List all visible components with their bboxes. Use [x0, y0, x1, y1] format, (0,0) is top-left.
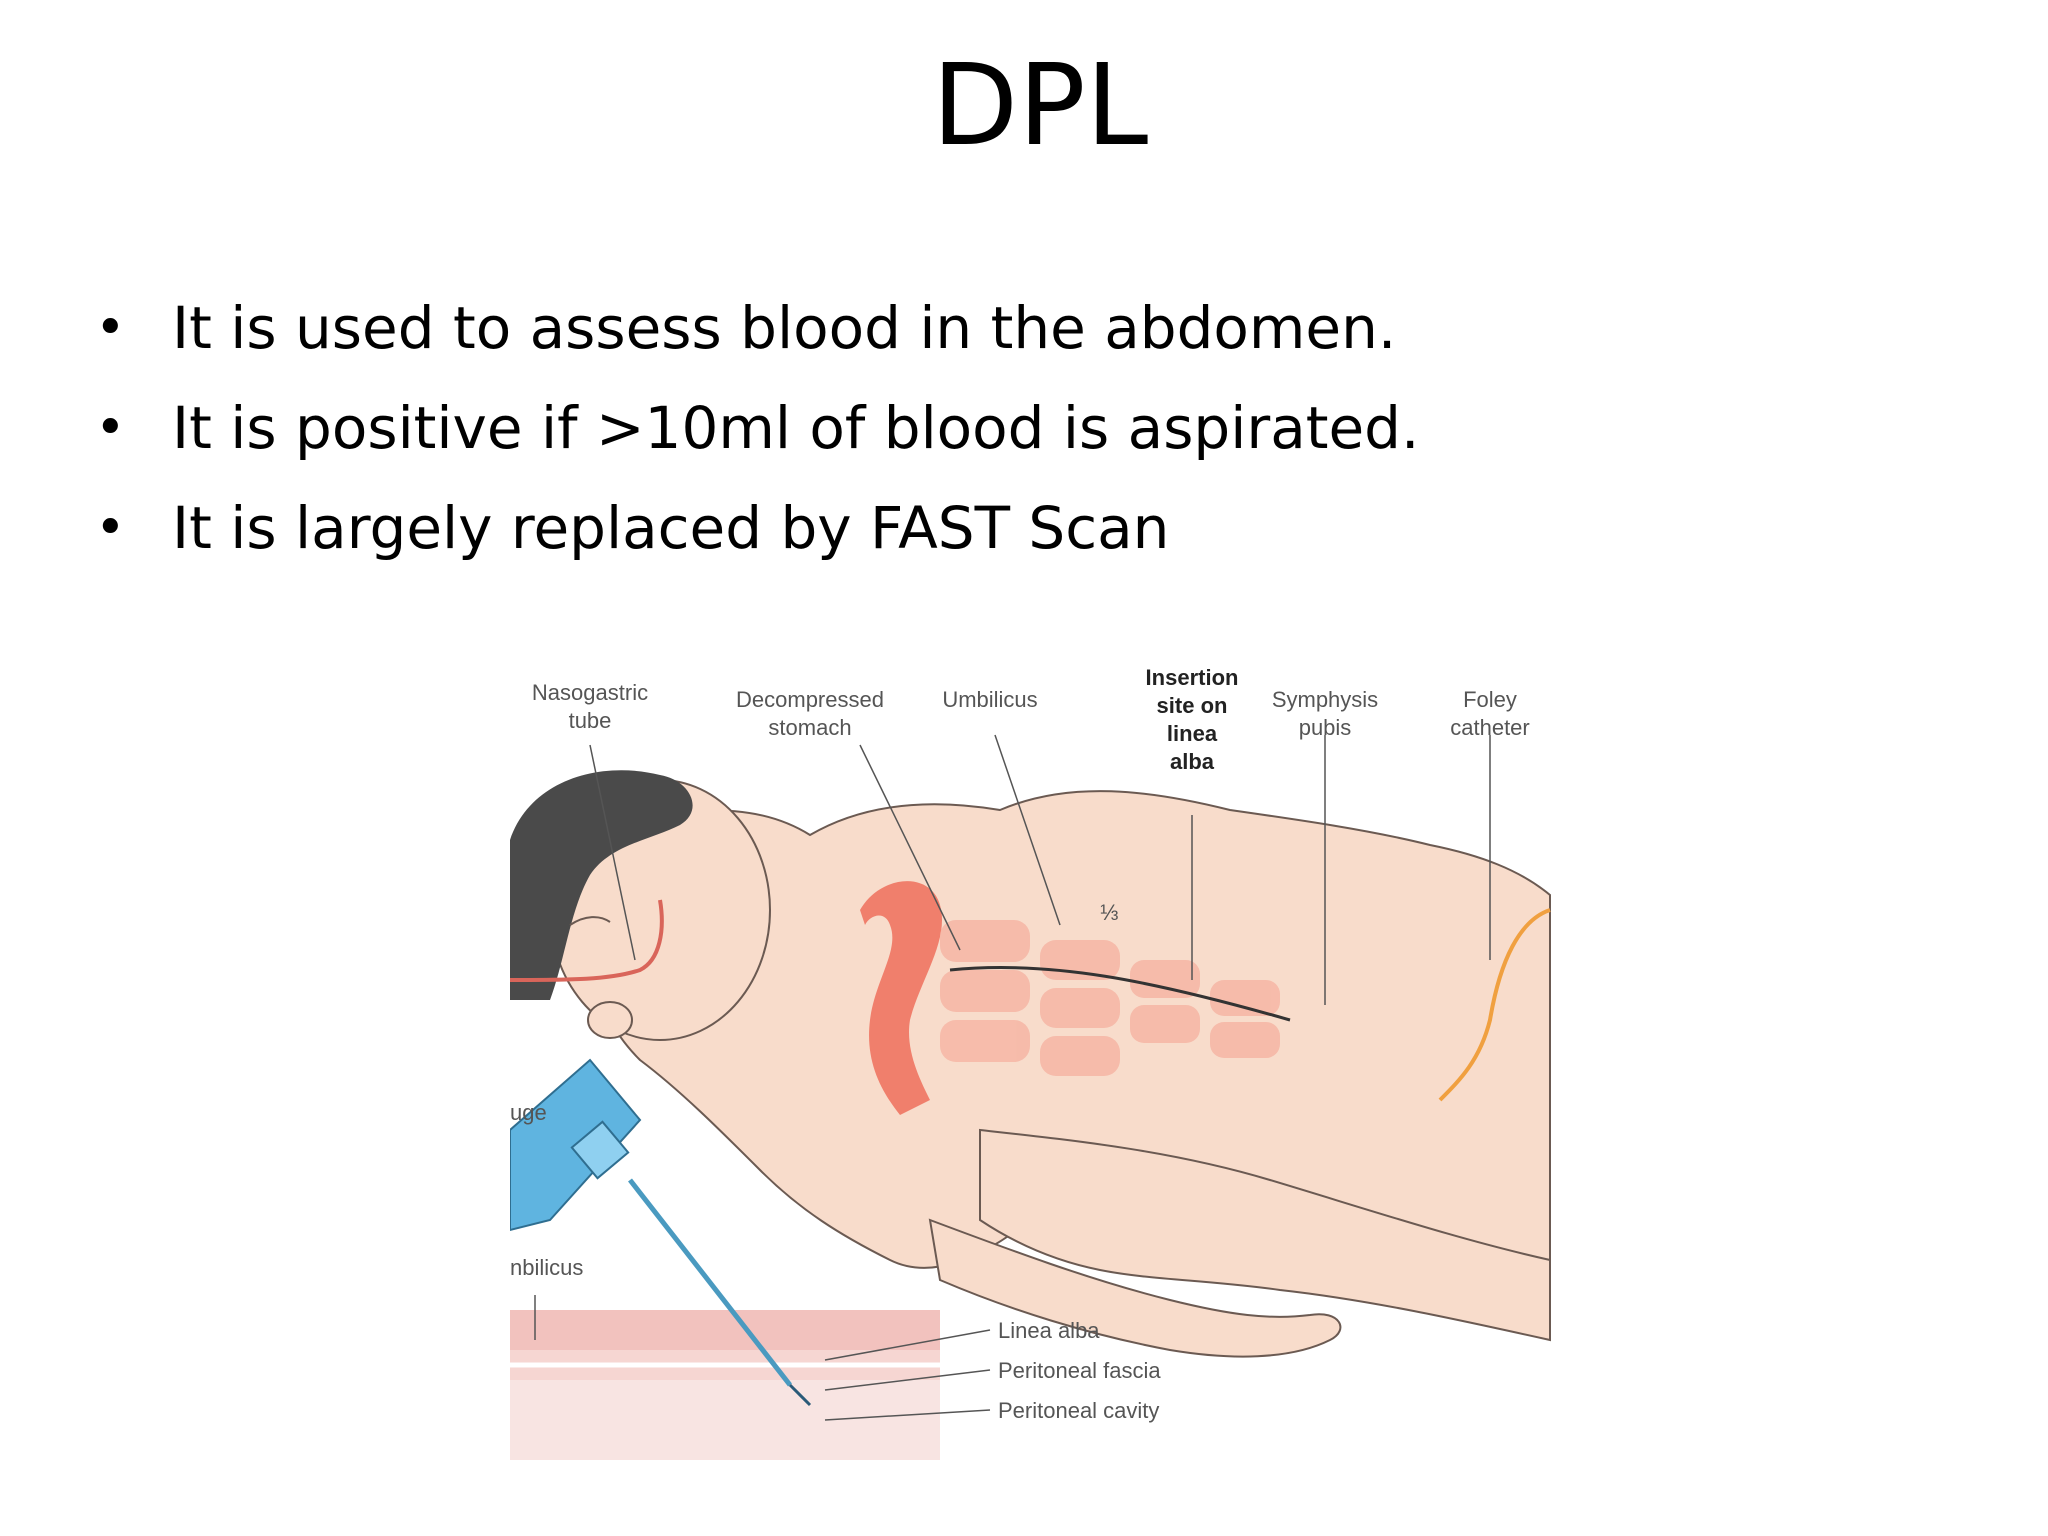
linea-alba-line [949, 965, 1291, 1022]
bullet-text: It is used to assess blood in the abdome… [172, 294, 1397, 362]
slide-title: DPL [931, 41, 1149, 171]
nasogastric-tube [510, 899, 664, 982]
label-foley-line1: Foley [1463, 687, 1517, 712]
label-peritoneal-cavity: Peritoneal cavity [998, 1398, 1159, 1423]
abdominal-muscles [940, 920, 1280, 1076]
foley-catheter [1438, 908, 1551, 1102]
leader-lines [534, 734, 1491, 1421]
label-insertion-line1: Insertion [1146, 665, 1239, 690]
label-insertion-line3: linea [1167, 721, 1218, 746]
label-linea-alba: Linea alba [998, 1318, 1100, 1343]
label-gauge-fragment: uge [510, 1100, 547, 1125]
tissue-layer-cavity [510, 1380, 940, 1460]
bullet-item: • It is positive if >10ml of blood is as… [95, 378, 1419, 478]
bullet-text: It is largely replaced by FAST Scan [172, 494, 1170, 562]
label-umbilicus: Umbilicus [942, 687, 1037, 712]
patient-ear [587, 1001, 633, 1039]
patient-arm [928, 1218, 1342, 1358]
label-one-third: ⅓ [1100, 900, 1118, 925]
bullet-marker: • [95, 498, 126, 558]
patient-eye [569, 916, 611, 926]
patient-leg [979, 1128, 1551, 1342]
label-foley-line2: catheter [1450, 715, 1530, 740]
label-nasogastric-line1: Nasogastric [532, 680, 648, 705]
label-decompressed-line2: stomach [768, 715, 851, 740]
label-umbilicus-fragment: nbilicus [510, 1255, 583, 1280]
bullet-item: • It is used to assess blood in the abdo… [95, 278, 1419, 378]
syringe-icon [510, 1058, 812, 1407]
bullet-marker: • [95, 298, 126, 358]
tissue-layer-skin [510, 1310, 940, 1350]
label-decompressed-line1: Decompressed [736, 687, 884, 712]
label-symphysis-line1: Symphysis [1272, 687, 1378, 712]
bullet-marker: • [95, 398, 126, 458]
label-peritoneal-fascia: Peritoneal fascia [998, 1358, 1161, 1383]
label-insertion-line4: alba [1170, 749, 1215, 774]
bullet-item: • It is largely replaced by FAST Scan [95, 478, 1419, 578]
patient-hair [510, 770, 693, 1000]
label-nasogastric-line2: tube [569, 708, 612, 733]
dpl-illustration: Nasogastric tube Decompressed stomach Um… [510, 660, 1560, 1470]
label-symphysis-line2: pubis [1299, 715, 1352, 740]
bullet-text: It is positive if >10ml of blood is aspi… [172, 394, 1420, 462]
stomach-shape [860, 881, 943, 1115]
label-insertion-line2: site on [1157, 693, 1228, 718]
dpl-illustration-svg: Nasogastric tube Decompressed stomach Um… [510, 665, 1551, 1460]
bullet-list: • It is used to assess blood in the abdo… [95, 278, 1419, 578]
